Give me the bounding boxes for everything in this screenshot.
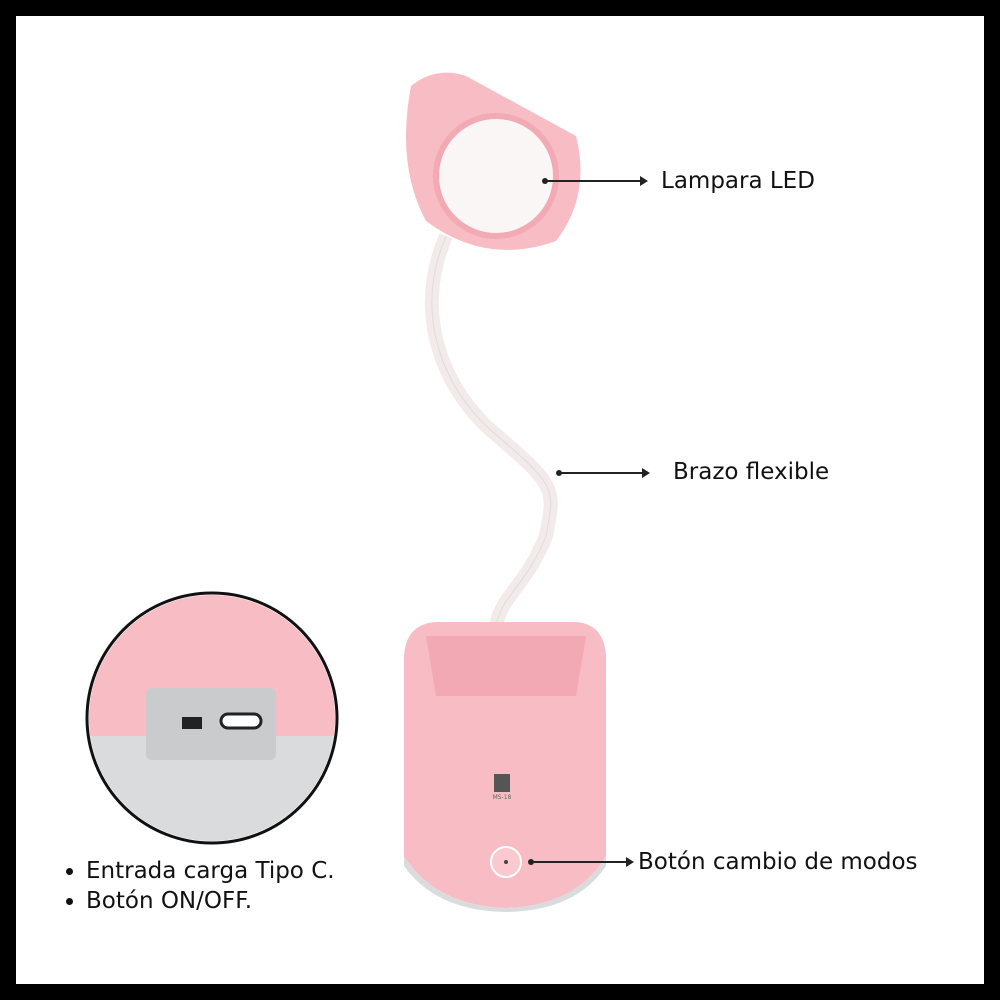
label-arm: Brazo flexible [673, 459, 830, 485]
feature-item: Botón ON/OFF. [86, 886, 335, 916]
logo-icon [494, 774, 510, 792]
lamp-illustration [85, 72, 606, 912]
callout-line-arm [560, 472, 646, 474]
label-lamp: Lampara LED [661, 168, 815, 194]
usb-c-port-panel [146, 688, 276, 760]
callout-line-button [532, 861, 626, 863]
product-logo-text: MS-18 [492, 794, 512, 801]
feature-item: Entrada carga Tipo C. [86, 856, 335, 886]
callout-line-lamp [546, 180, 640, 182]
label-button: Botón cambio de modos [638, 849, 918, 875]
led-light [433, 113, 559, 239]
feature-list: Entrada carga Tipo C. Botón ON/OFF. [66, 856, 335, 916]
product-diagram: MS-18 Lampara LED Brazo flexible Botón c… [16, 16, 984, 984]
